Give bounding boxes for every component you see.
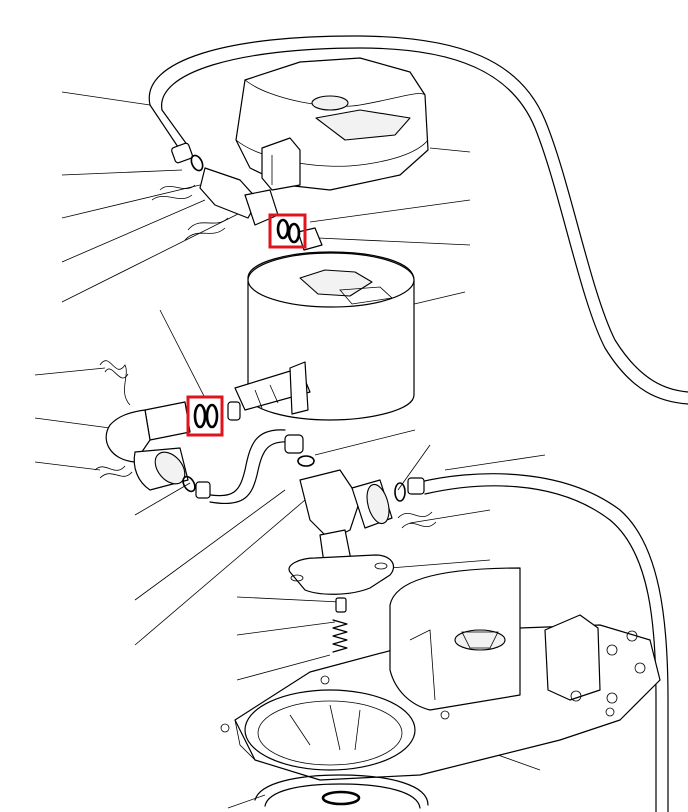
hose-right: [419, 473, 669, 812]
o-ring-pair-upper[interactable]: [268, 213, 307, 249]
highlight-box-left: [186, 395, 224, 437]
left-elbow-assembly: [94, 360, 241, 499]
cylinder-housing: [234, 251, 415, 421]
highlight-box-upper: [268, 213, 307, 249]
upper-cover: [235, 57, 429, 191]
leader-lines-left: [34, 91, 341, 809]
hose-middle: [204, 429, 291, 504]
mounting-flange: [288, 554, 395, 653]
o-ring-pair-left[interactable]: [186, 395, 224, 437]
right-housing: [389, 567, 646, 720]
hose-upper: [148, 35, 688, 405]
center-y-fitting: [284, 434, 437, 571]
